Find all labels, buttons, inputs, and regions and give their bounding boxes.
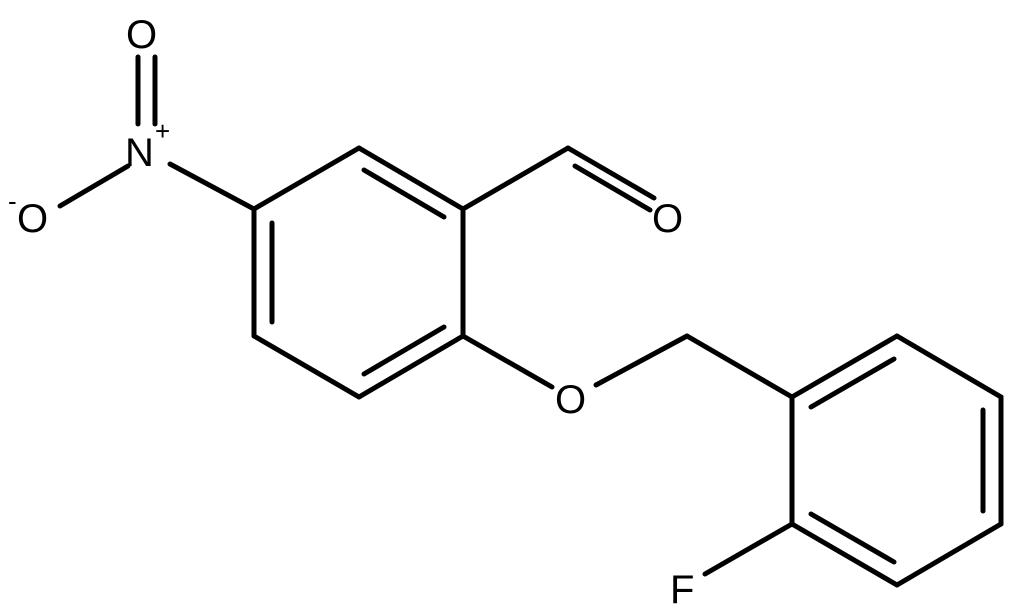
ring-bond-5 [251,333,362,400]
aldehyde-group [460,145,657,213]
fring-bond-2 [894,333,1004,400]
charge-label-nitro-o: - [8,186,17,216]
benzaldehyde-ring [251,145,466,400]
bond-ch2-ring [684,333,795,400]
fring-bond-1-inner [808,356,897,410]
fring-bond-5 [789,521,900,588]
fring-bond-1 [789,333,900,400]
bond-c-f [702,521,795,577]
bond-o-ch2 [593,333,690,388]
ring-bond-4-inner [361,324,447,377]
bond-ring-o [460,333,555,390]
atom-label-nitro-o-top: O [126,13,157,57]
atom-label-nitro-n: N [125,131,154,175]
bond-c-o-double-1 [565,145,657,201]
atom-label-fluorine: F [670,568,694,612]
bond-n-o-single [57,163,131,209]
ring-bond-1 [251,145,362,212]
nitro-group [57,54,257,212]
fring-bond-5-inner [808,511,897,565]
bond-ring-cho [460,145,571,212]
atom-label-nitro-o-left: O [17,197,48,241]
charge-label-nitro-n: + [155,116,170,146]
ether-linkage [460,333,795,400]
bond-c-o-double-2 [572,163,653,213]
atom-label-ether-o: O [555,378,586,422]
ring-bond-2 [356,145,466,212]
bond-n-ring [167,161,257,212]
fluorophenyl-ring [789,333,1004,588]
fring-bond-4 [894,521,1004,588]
ring-bond-4 [356,333,466,400]
ring-bond-2-inner [361,167,447,220]
atom-label-aldehyde-o: O [652,197,683,241]
